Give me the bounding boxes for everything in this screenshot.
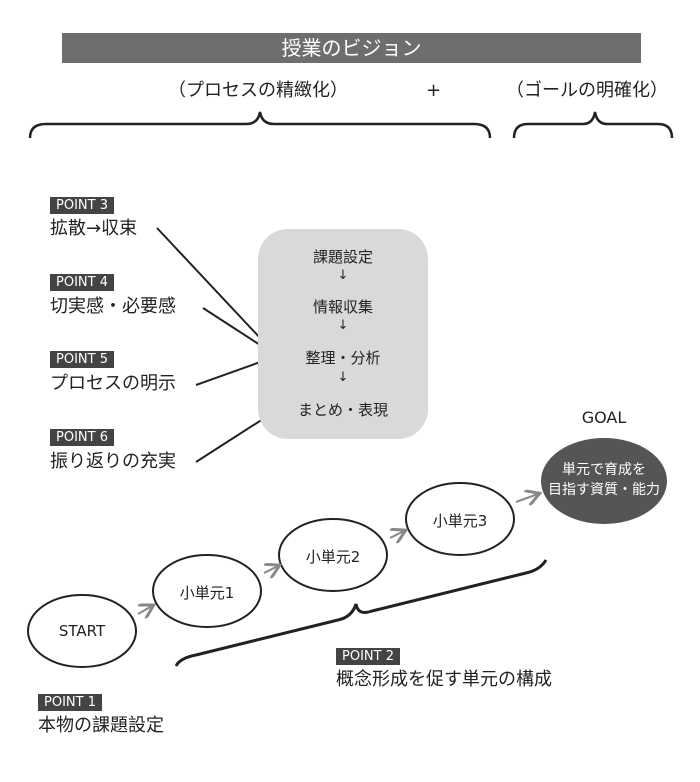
unit2-ellipse xyxy=(278,518,388,592)
start-label: START xyxy=(58,622,106,640)
point6-badge: POINT 6 xyxy=(50,429,114,446)
arrow-unit3-goal xyxy=(515,494,538,502)
arrow-unit2-unit3 xyxy=(389,531,404,538)
unit1-label: 小単元1 xyxy=(179,584,235,602)
brace-goal xyxy=(512,111,674,139)
arrow-unit1-unit2 xyxy=(263,566,278,573)
point1-badge: POINT 1 xyxy=(38,694,102,711)
goal-ellipse xyxy=(541,438,667,524)
unit3-ellipse xyxy=(405,482,515,556)
goal-label: GOAL xyxy=(581,408,627,427)
point2-badge: POINT 2 xyxy=(336,648,400,665)
brace-units xyxy=(174,559,548,667)
point4-badge: POINT 4 xyxy=(50,274,114,291)
connector-point3 xyxy=(156,227,278,357)
goal-text-line1: 単元で育成を xyxy=(562,462,646,478)
process-step-2: 情報収集 xyxy=(312,298,373,316)
unit3-label: 小単元3 xyxy=(432,512,488,530)
start-ellipse xyxy=(27,594,137,668)
process-box xyxy=(258,229,428,439)
goal-clarification-label: （ゴールの明確化） xyxy=(506,80,668,101)
point3-text: 拡散→収束 xyxy=(50,218,138,239)
point5-text: プロセスの明示 xyxy=(50,373,176,394)
process-refinement-label: （プロセスの精緻化） xyxy=(168,80,348,101)
unit2-label: 小単元2 xyxy=(305,548,361,566)
unit1-ellipse xyxy=(152,554,262,628)
process-step-3: 整理・分析 xyxy=(305,349,381,367)
plus-sign: + xyxy=(426,80,442,101)
point3-badge: POINT 3 xyxy=(50,197,114,214)
page-title: 授業のビジョン xyxy=(281,36,422,60)
point1-text: 本物の課題設定 xyxy=(38,715,164,736)
down-arrow-icon: ↓ xyxy=(337,318,349,333)
point5-badge: POINT 5 xyxy=(50,351,114,368)
point2-text: 概念形成を促す単元の構成 xyxy=(336,669,552,690)
process-step-4: まとめ・表現 xyxy=(297,401,388,419)
process-step-1: 課題設定 xyxy=(312,248,373,266)
title-bar: 授業のビジョン xyxy=(62,33,641,63)
down-arrow-icon: ↓ xyxy=(337,268,349,283)
brace-process xyxy=(28,111,492,139)
arrow-start-unit1 xyxy=(137,606,152,614)
point6-text: 振り返りの充実 xyxy=(50,451,176,472)
point4-text: 切実感・必要感 xyxy=(50,296,176,317)
goal-text-line2: 目指す資質・能力 xyxy=(548,482,660,498)
down-arrow-icon: ↓ xyxy=(337,370,349,385)
